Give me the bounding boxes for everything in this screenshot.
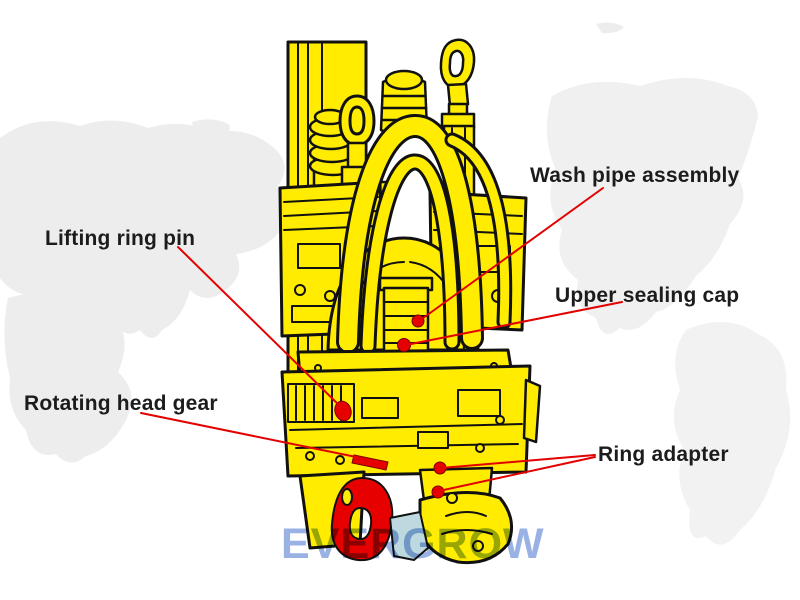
main-gear-body — [280, 364, 542, 478]
map-eurasia — [0, 120, 290, 338]
map-south-america — [673, 321, 791, 545]
callout-rotating-head-gear: Rotating head gear — [24, 392, 218, 415]
map-island — [596, 22, 624, 34]
map-africa — [4, 293, 132, 463]
callout-wash-pipe-assembly: Wash pipe assembly — [530, 164, 740, 187]
machine-illustration — [278, 38, 542, 565]
red-coupling-hole2 — [341, 488, 353, 506]
map-north-america — [546, 78, 758, 335]
marker-ring-adapter-2 — [431, 485, 445, 499]
leader-rotating-head-gear — [140, 412, 367, 460]
leader-upper-sealing-cap — [405, 301, 623, 346]
brand-watermark: EVERGROW — [281, 520, 545, 568]
bottom-right-foot — [418, 491, 514, 565]
map-greenland — [192, 119, 230, 136]
callout-lifting-ring-pin: Lifting ring pin — [45, 227, 196, 250]
blue-lower-part — [389, 511, 429, 561]
leader-lines — [140, 187, 623, 492]
callout-ring-adapter: Ring adapter — [598, 443, 729, 466]
leader-wash-pipe — [418, 187, 604, 322]
leader-lifting-ring-pin — [177, 246, 344, 410]
hose-arch-outer — [336, 114, 484, 354]
hose-arch-inner — [359, 153, 461, 355]
leader-ring-adapter-2 — [438, 456, 596, 492]
bottom-adapter-assembly — [298, 466, 514, 565]
callout-upper-sealing-cap: Upper sealing cap — [555, 284, 740, 307]
world-map-background — [0, 22, 791, 545]
hose-right — [444, 132, 513, 330]
leader-ring-adapter-1 — [440, 454, 596, 469]
